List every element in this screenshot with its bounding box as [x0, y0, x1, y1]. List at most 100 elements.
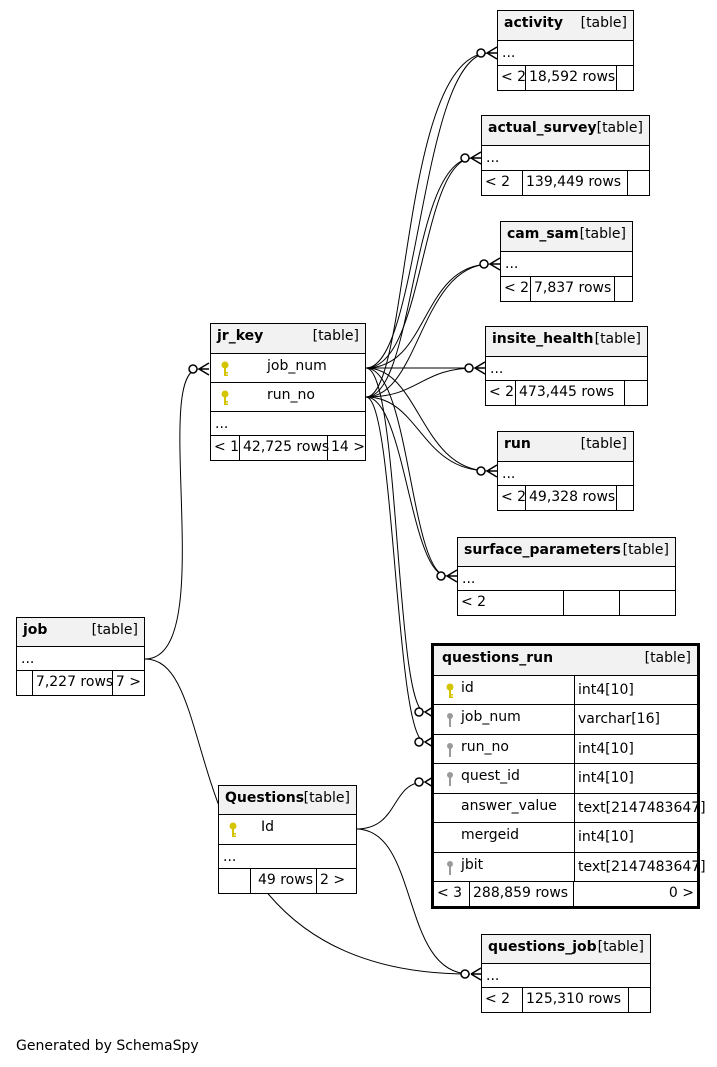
- table-type: [table]: [579, 226, 626, 242]
- table-name: insite_health: [492, 331, 594, 347]
- primary-key-icon: [221, 361, 229, 376]
- columns-placeholder: ...: [17, 647, 144, 671]
- columns-placeholder: ...: [219, 845, 356, 869]
- table-type: [table]: [622, 542, 669, 558]
- table-header: questions_run [table]: [434, 646, 697, 676]
- generated-by-label: Generated by SchemaSpy: [16, 1038, 199, 1054]
- table-cam-sam[interactable]: cam_sam [table] ... < 2 7,837 rows: [500, 221, 633, 302]
- table-type: [table]: [596, 120, 643, 136]
- table-header: job [table]: [17, 618, 144, 647]
- table-insite-health[interactable]: insite_health [table] ... < 2 473,445 ro…: [485, 326, 648, 406]
- edge-questions-qrun: [355, 781, 426, 830]
- edge-jrkey-qrun-runno: [365, 396, 426, 743]
- edge-jrkey-activity: [365, 52, 490, 369]
- table-questions-job[interactable]: questions_job [table] ... < 2 125,310 ro…: [481, 934, 651, 1013]
- column-name: jbit: [461, 857, 484, 873]
- edge-jrkey-actual-survey: [365, 157, 474, 369]
- table-type: [table]: [597, 939, 644, 955]
- edge-jrkey-surface-2: [365, 396, 448, 577]
- table-type: [table]: [580, 15, 627, 31]
- column-name: run_no: [461, 739, 509, 755]
- columns-placeholder: ...: [458, 567, 675, 591]
- columns-placeholder: ...: [498, 462, 633, 486]
- column-id[interactable]: Id: [219, 815, 356, 845]
- row-count: 139,449 rows: [523, 171, 628, 195]
- row-count: 49,328 rows: [526, 486, 617, 510]
- primary-key-icon: [229, 822, 237, 837]
- column-jbit[interactable]: jbit text[2147483647]: [434, 853, 706, 882]
- columns-placeholder: ...: [498, 41, 633, 66]
- child-count: [620, 591, 675, 615]
- column-type: int4[10]: [574, 676, 634, 704]
- column-id[interactable]: id int4[10]: [434, 676, 697, 705]
- table-footer: < 2 7,837 rows: [501, 277, 632, 301]
- edge-jrkey-run: [365, 367, 490, 472]
- table-run[interactable]: run [table] ... < 2 49,328 rows: [497, 431, 634, 511]
- row-count: 125,310 rows: [523, 988, 629, 1012]
- table-questions[interactable]: Questions [table] Id ... 49 rows 2 >: [218, 785, 357, 894]
- column-answer-value[interactable]: answer_value text[2147483647]: [434, 794, 706, 823]
- table-footer: < 2 473,445 rows: [486, 381, 647, 405]
- table-job[interactable]: job [table] ... 7,227 rows 7 >: [16, 617, 145, 696]
- table-questions-run[interactable]: questions_run [table] id int4[10] job_nu…: [431, 643, 706, 909]
- column-name: id: [461, 680, 474, 696]
- column-job-num[interactable]: job_num: [211, 354, 365, 383]
- table-name: actual_survey: [488, 120, 597, 136]
- edge-job-jrkey: [144, 368, 200, 660]
- column-name: job_num: [461, 709, 521, 725]
- child-count: [628, 171, 649, 195]
- table-type: [table]: [312, 328, 359, 344]
- columns-placeholder: ...: [482, 146, 649, 171]
- table-activity[interactable]: activity [table] ... < 2 18,592 rows: [497, 10, 634, 91]
- row-count: 473,445 rows: [516, 381, 625, 405]
- table-jr-key[interactable]: jr_key [table] job_num run_no ... < 1 42…: [210, 323, 366, 461]
- edge-jrkey-run-2: [365, 396, 490, 472]
- table-type: [table]: [644, 650, 691, 666]
- table-header: jr_key [table]: [211, 324, 365, 354]
- parent-count: < 2: [498, 486, 526, 510]
- table-footer: 49 rows 2 >: [219, 869, 356, 893]
- foreign-key-icon: [447, 743, 453, 757]
- child-count: 14 >: [331, 439, 365, 455]
- parent-count: < 2: [498, 66, 526, 90]
- table-surface-parameters[interactable]: surface_parameters [table] ... < 2: [457, 537, 676, 616]
- table-name: cam_sam: [507, 226, 579, 242]
- table-footer: < 2 139,449 rows: [482, 171, 649, 195]
- table-header: actual_survey [table]: [482, 116, 649, 146]
- child-count: 0 >: [668, 885, 694, 901]
- table-header: insite_health [table]: [486, 327, 647, 357]
- column-name: quest_id: [461, 768, 520, 784]
- table-header: run [table]: [498, 432, 633, 462]
- column-job-num[interactable]: job_num varchar[16]: [434, 705, 697, 735]
- child-count: [629, 988, 650, 1012]
- child-count: [625, 381, 647, 405]
- column-run-no[interactable]: run_no int4[10]: [434, 735, 697, 764]
- table-header: cam_sam [table]: [501, 222, 632, 252]
- parent-count: < 2: [482, 988, 523, 1012]
- edge-jrkey-qrun-jobnum: [365, 367, 426, 713]
- primary-key-icon: [446, 683, 454, 698]
- table-footer: < 2: [458, 591, 675, 615]
- column-name: run_no: [267, 387, 315, 403]
- edge-questions-qjob: [355, 828, 471, 975]
- table-type: [table]: [580, 436, 627, 452]
- table-name: Questions: [225, 790, 305, 806]
- edge-jrkey-activity-2: [365, 52, 490, 398]
- column-mergeid[interactable]: mergeid int4[10]: [434, 823, 697, 853]
- column-quest-id[interactable]: quest_id int4[10]: [434, 764, 697, 794]
- foreign-key-icon: [447, 713, 453, 727]
- row-count: 49 rows: [251, 869, 317, 893]
- table-actual-survey[interactable]: actual_survey [table] ... < 2 139,449 ro…: [481, 115, 650, 196]
- column-name: Id: [261, 819, 275, 835]
- row-count: 42,725 rows: [240, 436, 329, 460]
- table-header: surface_parameters [table]: [458, 538, 675, 567]
- row-count: [564, 591, 620, 615]
- foreign-key-icon: [447, 861, 453, 875]
- table-name: job: [23, 622, 48, 638]
- table-type: [table]: [91, 622, 138, 638]
- table-name: activity: [504, 15, 563, 31]
- table-name: questions_run: [442, 650, 554, 666]
- table-header: questions_job [table]: [482, 935, 650, 964]
- column-run-no[interactable]: run_no: [211, 383, 365, 412]
